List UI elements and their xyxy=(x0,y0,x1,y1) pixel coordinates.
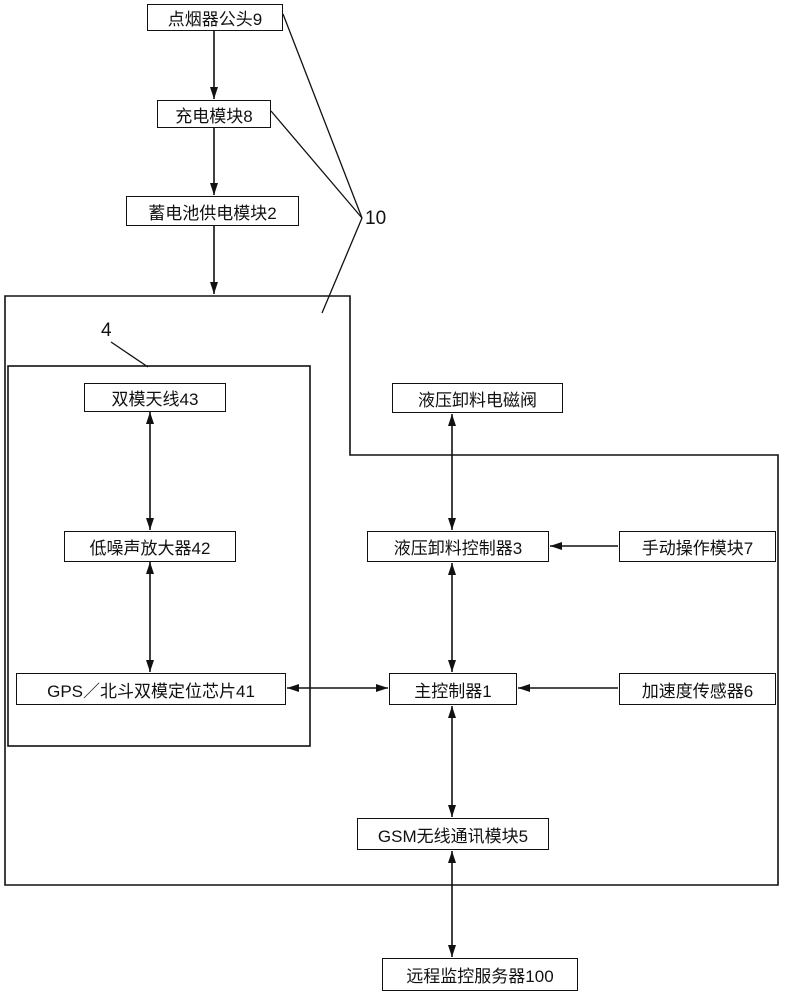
enclosure-outline xyxy=(4,295,779,886)
ref-label-4: 4 xyxy=(101,320,112,341)
node-solenoid-valve: 液压卸料电磁阀 xyxy=(392,383,563,413)
gps-subsystem-box xyxy=(7,365,311,747)
node-main-controller: 主控制器1 xyxy=(389,673,517,705)
node-lighter-plug: 点烟器公头9 xyxy=(147,4,283,31)
ref-label-10: 10 xyxy=(365,208,387,229)
node-dual-antenna: 双模天线43 xyxy=(84,383,226,412)
node-battery-module: 蓄电池供电模块2 xyxy=(126,196,299,226)
node-unload-controller: 液压卸料控制器3 xyxy=(367,531,549,562)
node-accel-sensor: 加速度传感器6 xyxy=(619,673,776,705)
leader-10-from-lighter xyxy=(282,13,363,219)
leader-10-from-charging xyxy=(270,110,363,219)
node-gsm-module: GSM无线通讯模块5 xyxy=(357,818,549,850)
node-remote-server: 远程监控服务器100 xyxy=(382,958,578,991)
node-gps-chip: GPS／北斗双模定位芯片41 xyxy=(16,673,286,705)
leader-10-to-enclosure xyxy=(321,217,363,314)
node-lna: 低噪声放大器42 xyxy=(64,531,236,562)
node-manual-module: 手动操作模块7 xyxy=(619,531,776,562)
node-charging-module: 充电模块8 xyxy=(157,100,271,128)
leader-4-to-subsystem-box xyxy=(110,341,149,368)
